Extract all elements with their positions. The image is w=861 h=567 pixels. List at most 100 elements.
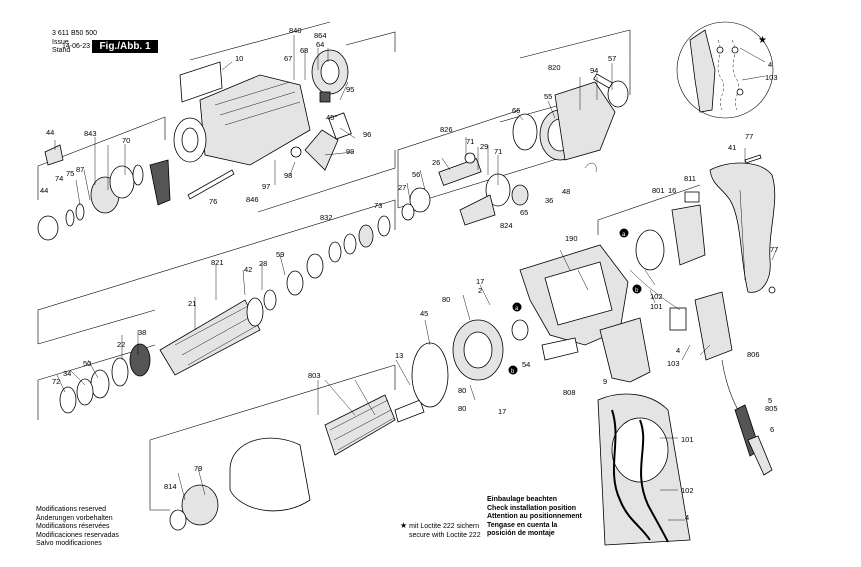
callout-label: 72: [52, 377, 60, 386]
callout-label: 36: [545, 196, 553, 205]
callout-label: 44: [46, 128, 54, 137]
issue-date: 14-06-23: [62, 43, 91, 50]
installation-note: Einbaulage beachten Check installation p…: [487, 496, 582, 539]
callout-label: 42: [244, 265, 252, 274]
callout-label: 59: [276, 250, 284, 259]
callout-label: 814: [164, 482, 177, 491]
document-number: 3 611 B50 500: [52, 30, 98, 37]
clutch-rings-part: [59, 343, 151, 414]
leader-lines: [54, 35, 778, 501]
stator-part: [411, 319, 529, 408]
callout-label: 21: [188, 299, 196, 308]
callout-label: 801: [652, 186, 665, 195]
callout-label: 16: [668, 186, 676, 195]
switch-group-frame: [597, 184, 701, 235]
callout-label: 821: [211, 258, 224, 267]
callout-label: 26: [432, 158, 440, 167]
modifications-line: Modifications reserved: [36, 506, 107, 513]
armature-group-frame: [149, 364, 396, 511]
loctite-line: mit Loctite 222 sichern: [409, 523, 480, 530]
callout-label: 102: [681, 486, 694, 495]
callout-label: 28: [259, 259, 267, 268]
issue-label: Issue: [52, 39, 69, 46]
callout-label: 29: [480, 142, 488, 151]
callout-label: 27: [398, 183, 406, 192]
intermediate-shaft-part: [401, 152, 529, 226]
cylinder-part: [311, 49, 349, 103]
callout-label: 22: [117, 340, 125, 349]
callout-label: 94: [590, 66, 598, 75]
marker-circles: a a b b: [508, 228, 642, 375]
callout-label: 70: [122, 136, 130, 145]
figure-label: Fig./Abb. 1: [92, 40, 158, 53]
callout-label: 806: [747, 350, 760, 359]
callout-label: 864: [314, 31, 327, 40]
callout-label: 65: [520, 208, 528, 217]
callout-label: 87: [76, 165, 84, 174]
marker-letter: a: [515, 306, 519, 312]
depth-stop-part: [37, 144, 171, 241]
callout-label: 102: [650, 292, 663, 301]
installation-line: posición de montaje: [487, 530, 555, 537]
callout-label: 95: [346, 85, 354, 94]
gear-housing-part: [173, 61, 311, 166]
modifications-line: Modifications réservées: [36, 523, 110, 530]
callout-label: 190: [565, 234, 578, 243]
power-cord-part: [721, 359, 773, 476]
callout-label: 6: [770, 425, 774, 434]
brush-holder-part: [635, 191, 706, 271]
loctite-line: secure with Loctite 222: [409, 531, 481, 539]
callout-label: 79: [194, 464, 202, 473]
callout-label: 103: [667, 359, 680, 368]
callout-label: 826: [440, 125, 453, 134]
stand-label: Stand: [52, 47, 71, 54]
callout-label: 50: [83, 359, 91, 368]
callout-label: 97: [262, 182, 270, 191]
impact-group-frame: [499, 29, 631, 123]
callout-label: 101: [681, 435, 694, 444]
detail-circle: [676, 21, 774, 119]
callout-label: 98: [284, 171, 292, 180]
callout-label: 80: [458, 386, 466, 395]
handle-group-frame: [37, 116, 166, 200]
installation-line: Einbaulage beachten: [487, 496, 558, 503]
star-icon: ★: [758, 35, 767, 46]
callout-label: 54: [522, 360, 530, 369]
callout-label: 101: [650, 302, 663, 311]
callout-label: 77: [745, 132, 753, 141]
callout-label: 57: [608, 54, 616, 63]
callout-label: 4: [676, 346, 680, 355]
callout-label: 808: [563, 388, 576, 397]
callout-label: 5: [768, 396, 772, 405]
callout-label: 13: [395, 351, 403, 360]
installation-line: Attention au positionnement: [487, 513, 582, 520]
callout-label: 17: [498, 407, 506, 416]
callout-labels: 10 840 864 67 68 64 95 45° 96 99 97 98 8…: [40, 26, 778, 522]
callout-label: 34: [63, 369, 71, 378]
modifications-line: Modificaciones reservadas: [36, 531, 119, 539]
gear-selector-part: [290, 112, 352, 171]
callout-label: 74: [55, 174, 63, 183]
callout-label: 10: [235, 54, 243, 63]
callout-label: 66: [512, 106, 520, 115]
callout-label: 68: [300, 46, 308, 55]
callout-label: 71: [466, 137, 474, 146]
callout-label: 96: [363, 130, 371, 139]
star-icon: ★: [400, 521, 408, 530]
callout-label: 2: [478, 286, 482, 295]
callout-label: 73: [374, 201, 382, 210]
callout-label: 45°: [326, 113, 337, 122]
modifications-note: Modifications reserved Änderungen vorbeh…: [36, 506, 119, 549]
modifications-line: Salvo modificaciones: [36, 540, 102, 547]
callout-label: 38: [138, 328, 146, 337]
callout-label: 80: [458, 404, 466, 413]
callout-label: 103: [765, 73, 778, 82]
callout-label: 820: [548, 63, 561, 72]
loctite-note: ★ mit Loctite 222 sichern secure with Lo…: [400, 521, 481, 540]
callout-label: 45: [420, 309, 428, 318]
callout-label: 75: [66, 169, 74, 178]
callout-label: 67: [284, 54, 292, 63]
callout-label: 832: [320, 213, 333, 222]
screw-76: [187, 169, 235, 200]
callout-label: 76: [209, 197, 217, 206]
